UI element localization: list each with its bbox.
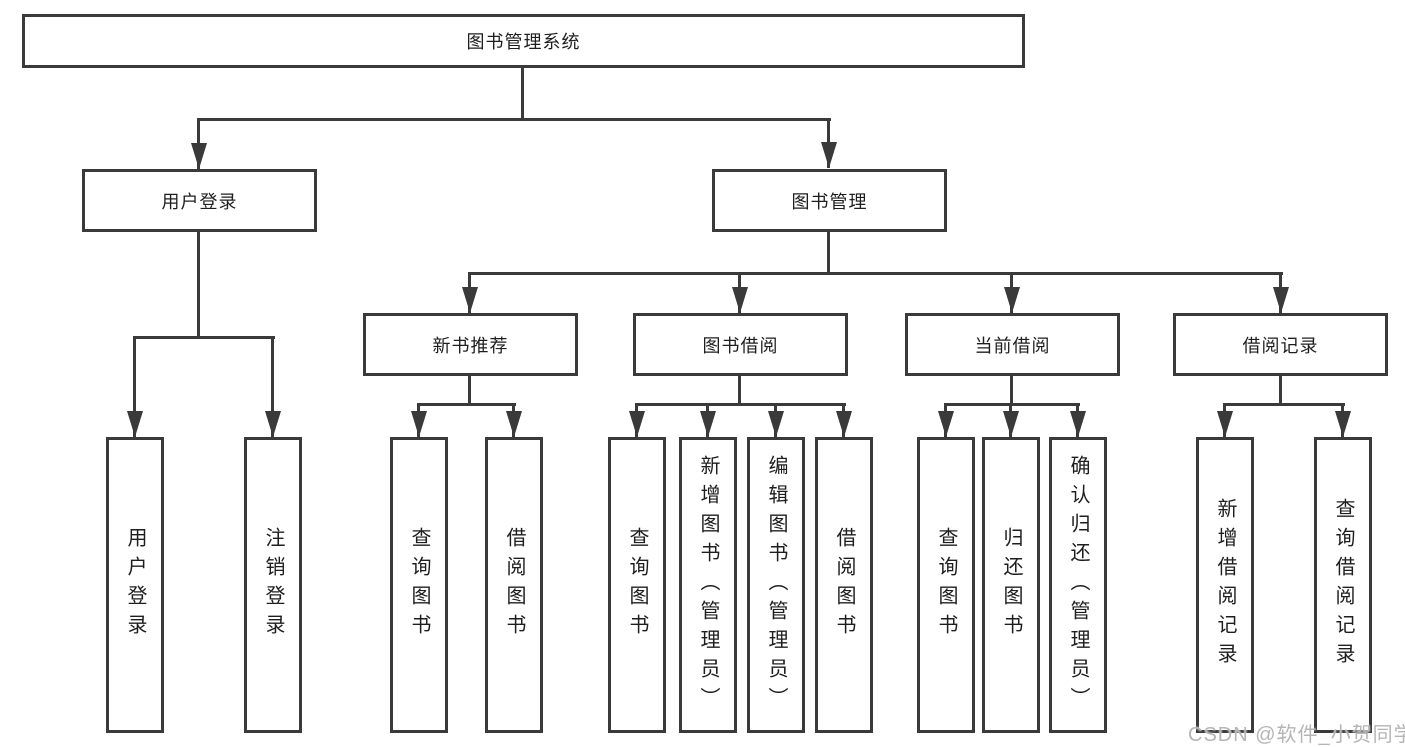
connector-root-stub — [521, 68, 524, 120]
connector-bar — [1225, 403, 1345, 406]
node-book-management: 图书管理 — [712, 169, 947, 232]
node-label: 图书管理 — [791, 191, 868, 212]
connector-bar — [419, 403, 516, 406]
leaf-label: 归还图书 — [1000, 527, 1022, 643]
arrow-down-icon — [836, 411, 852, 437]
node-label: 借阅记录 — [1242, 335, 1319, 356]
connector-drop — [133, 336, 136, 437]
node-label: 图书借阅 — [702, 335, 779, 356]
node-current-borrowing: 当前借阅 — [905, 313, 1120, 376]
arrow-down-icon — [191, 143, 207, 169]
leaf-borrow-books-recommend: 借阅图书 — [485, 437, 543, 733]
connector-stub — [1279, 376, 1282, 403]
arrow-down-icon — [938, 411, 954, 437]
leaf-logout: 注销登录 — [244, 437, 302, 733]
leaf-borrow-books-borrowing: 借阅图书 — [815, 437, 873, 733]
leaf-label: 查询图书 — [935, 527, 957, 643]
leaf-label: 借阅图书 — [503, 527, 525, 643]
arrow-down-icon — [1217, 411, 1233, 437]
node-label: 新书推荐 — [432, 335, 509, 356]
leaf-label: 确认归还（管理员） — [1067, 454, 1089, 716]
leaf-query-borrow-record: 查询借阅记录 — [1314, 437, 1372, 733]
node-book-borrowing: 图书借阅 — [633, 313, 848, 376]
arrow-down-icon — [629, 411, 645, 437]
node-label: 图书管理系统 — [466, 32, 581, 52]
arrow-down-icon — [411, 411, 427, 437]
connector-stub — [1010, 376, 1013, 403]
leaf-label: 新增图书（管理员） — [697, 454, 719, 716]
connector-drop — [271, 336, 274, 437]
leaf-query-books-current: 查询图书 — [917, 437, 975, 733]
leaf-label: 查询图书 — [626, 527, 648, 643]
leaf-label: 用户登录 — [124, 527, 146, 643]
node-user-login: 用户登录 — [82, 169, 317, 232]
arrow-down-icon — [462, 287, 478, 313]
leaf-user-login: 用户登录 — [106, 437, 164, 733]
arrow-down-icon — [1335, 411, 1351, 437]
leaf-edit-book-admin: 编辑图书（管理员） — [747, 437, 805, 733]
arrow-down-icon — [265, 411, 281, 437]
node-library-management-system: 图书管理系统 — [22, 14, 1025, 68]
leaf-add-borrow-record: 新增借阅记录 — [1196, 437, 1254, 733]
connector-user-login-stub — [197, 232, 200, 336]
leaf-confirm-return-admin: 确认归还（管理员） — [1049, 437, 1107, 733]
arrow-down-icon — [1004, 287, 1020, 313]
connector-stub — [468, 376, 471, 403]
leaf-label: 编辑图书（管理员） — [765, 454, 787, 716]
arrow-down-icon — [1070, 411, 1086, 437]
arrow-down-icon — [732, 287, 748, 313]
leaf-label: 借阅图书 — [833, 527, 855, 643]
node-borrowing-records: 借阅记录 — [1173, 313, 1388, 376]
node-new-book-recommend: 新书推荐 — [363, 313, 578, 376]
node-label: 当前借阅 — [974, 335, 1051, 356]
arrow-down-icon — [700, 411, 716, 437]
connector-bar — [637, 403, 846, 406]
leaf-label: 注销登录 — [262, 527, 284, 643]
arrow-down-icon — [127, 411, 143, 437]
leaf-return-books: 归还图书 — [982, 437, 1040, 733]
leaf-query-books-borrowing: 查询图书 — [608, 437, 666, 733]
connector-stub — [738, 376, 741, 403]
leaf-label: 查询图书 — [408, 527, 430, 643]
leaf-query-books-recommend: 查询图书 — [390, 437, 448, 733]
leaf-add-book-admin: 新增图书（管理员） — [679, 437, 737, 733]
connector-user-login-bar — [135, 336, 275, 339]
arrow-down-icon — [768, 411, 784, 437]
arrow-down-icon — [821, 142, 837, 168]
csdn-watermark: CSDN @软件_小贺同学 — [1188, 724, 1405, 746]
leaf-label: 查询借阅记录 — [1332, 498, 1354, 672]
arrow-down-icon — [1273, 287, 1289, 313]
connector-root-bar — [199, 118, 831, 121]
leaf-label: 新增借阅记录 — [1214, 498, 1236, 672]
connector-bar — [946, 403, 1080, 406]
arrow-down-icon — [506, 411, 522, 437]
node-label: 用户登录 — [161, 191, 238, 212]
arrow-down-icon — [1003, 411, 1019, 437]
connector-book-management-bar — [470, 272, 1283, 275]
connector-book-management-stub — [827, 232, 830, 272]
